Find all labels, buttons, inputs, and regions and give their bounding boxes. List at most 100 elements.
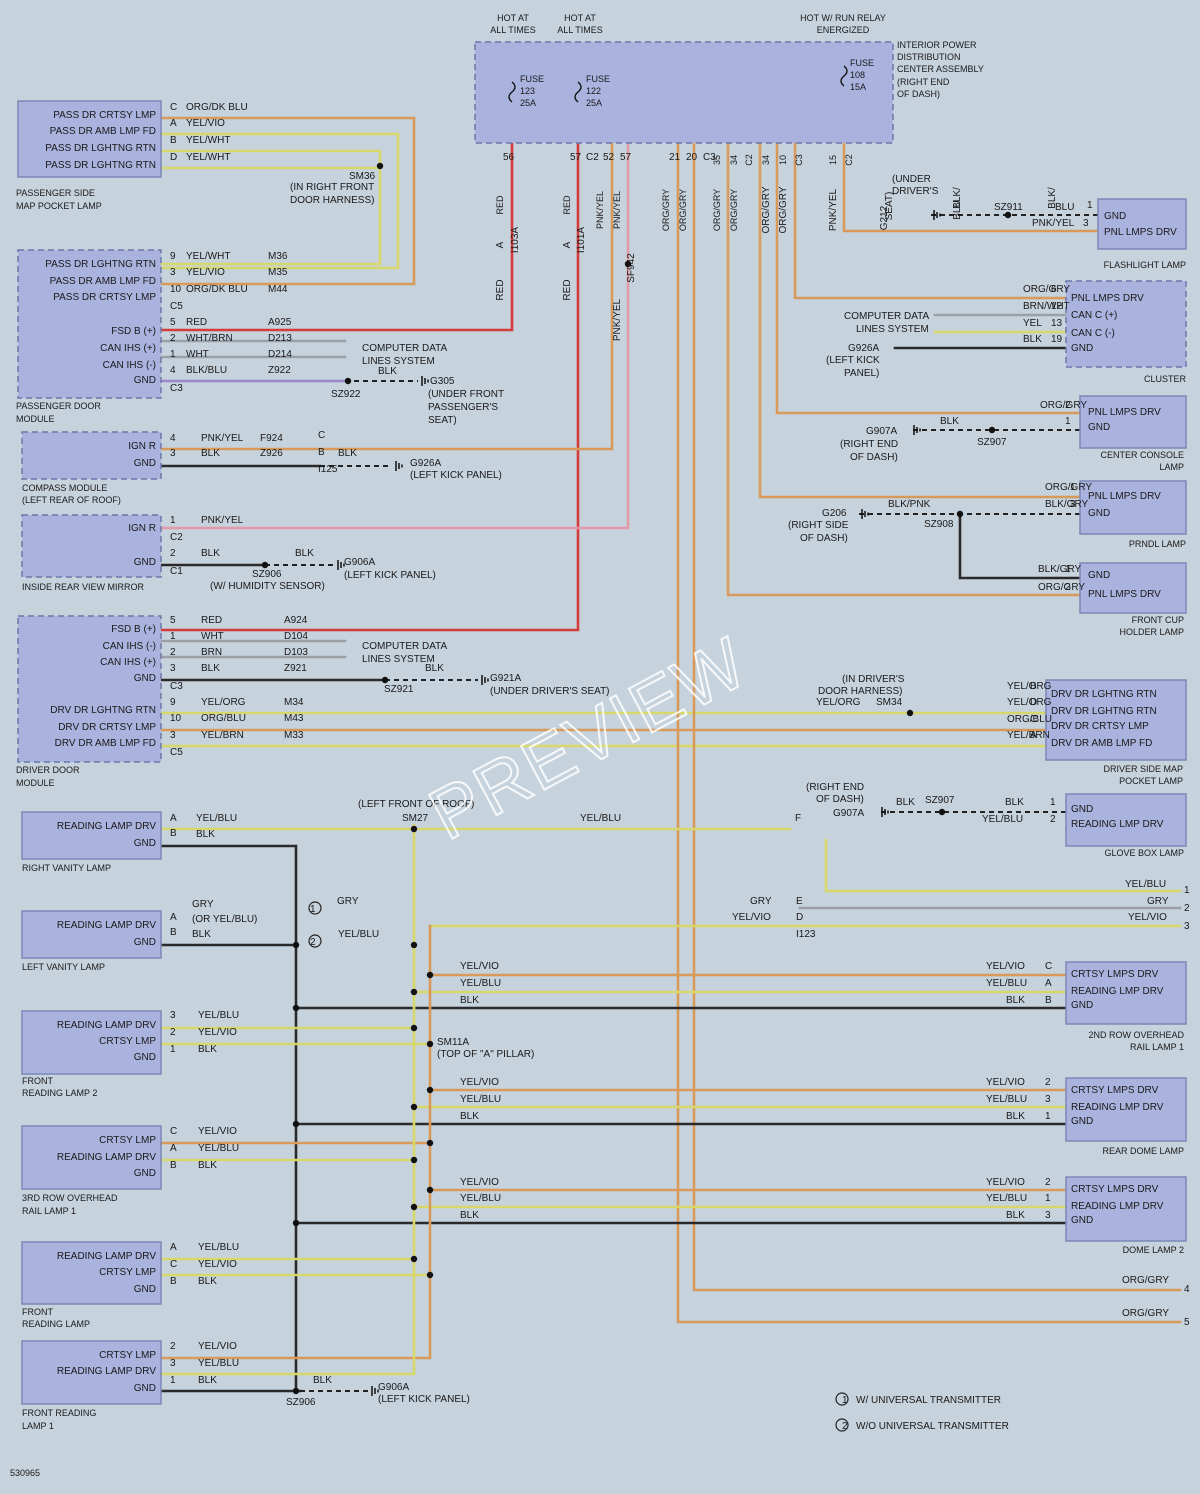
diagram-label: YEL/BLU (198, 1143, 239, 1154)
diagram-label: B (170, 927, 177, 938)
diagram-label: (LEFT KICK (826, 355, 880, 366)
wire-pnk-yel-f924 (159, 141, 614, 451)
diagram-label: 15 (828, 155, 838, 165)
rear-dome-lamp-pin-label: CRTSY LMPS DRV (1071, 1085, 1159, 1096)
fuse-icon (508, 81, 516, 103)
front-reading-lamp-1-pin-label: READING LAMP DRV (57, 1366, 156, 1377)
diagram-label: BLK (1005, 797, 1024, 808)
front-reading-lamp-1-pin-label: CRTSY LMP (99, 1350, 156, 1361)
diagram-label: 12 (1051, 301, 1063, 312)
diagram-label: (RIGHT END (806, 782, 864, 793)
wire-yel-vio-bus (159, 924, 432, 1360)
splice-dot (410, 1203, 418, 1211)
diagram-label: 1 (310, 904, 316, 915)
front-reading-lamp-2-caption: READING LAMP 2 (22, 1088, 97, 1098)
diagram-label: 3 (1045, 1210, 1051, 1221)
diagram-label: 2 (1184, 903, 1190, 914)
diagram-label: 1 (170, 1375, 176, 1386)
diagram-label: I123 (796, 929, 816, 940)
flashlight-lamp-pin-label: GND (1104, 211, 1126, 222)
fuse-label: FUSE (850, 58, 874, 68)
diagram-label: GRY (750, 896, 772, 907)
right-vanity-lamp-pin-label: READING LAMP DRV (57, 821, 156, 832)
ground-symbol-icon (481, 675, 489, 685)
diagram-label: F (795, 813, 801, 824)
diagram-label: C (170, 1259, 177, 1270)
diagram-label: YEL/VIO (986, 1077, 1025, 1088)
diagram-label: BLK (198, 1276, 217, 1287)
wire-blk-gry-cup (958, 512, 1082, 580)
front-reading-lamp-1-pin-label: GND (134, 1383, 156, 1394)
diagram-label: (UNDER FRONT (428, 389, 504, 400)
diagram-label: SEAT) (428, 415, 457, 426)
diagram-label: A (495, 241, 506, 248)
diagram-label: I101A (576, 227, 587, 253)
diagram-label: BLK (201, 663, 220, 674)
driver-door-module-pin-label: CAN IHS (-) (103, 641, 156, 652)
cluster-caption: CLUSTER (1144, 374, 1187, 384)
diagram-label: YEL/WHT (186, 152, 230, 163)
passenger-door-module (17, 249, 162, 399)
diagram-label: A925 (268, 317, 292, 328)
diagram-label: GRY (192, 899, 214, 910)
diagram-label: BLU (952, 200, 963, 219)
passenger-side-map-pocket-lamp (17, 100, 162, 178)
diagram-label: COMPUTER DATA (362, 641, 448, 652)
compass-module-caption: (LEFT REAR OF ROOF) (22, 495, 121, 505)
third-row-overhead-rail-lamp-1-caption: 3RD ROW OVERHEAD (22, 1193, 118, 1203)
diagram-label: BLK (198, 1160, 217, 1171)
diagram-label: 3 (170, 1010, 176, 1021)
wire-yel-blu-bus (159, 823, 416, 1376)
interior-power-distribution-center-caption: INTERIOR POWER (897, 40, 977, 50)
third-row-overhead-rail-lamp-1-pin-label: READING LAMP DRV (57, 1152, 156, 1163)
diagram-label: 2 (1045, 1077, 1051, 1088)
passenger-side-map-pocket-lamp-pin-label: PASS DR LGHTNG RTN (45, 143, 156, 154)
diagram-label: 19 (1051, 334, 1063, 345)
splice-dot (410, 1024, 418, 1032)
diagram-label: (IN DRIVER'S (842, 674, 905, 685)
diagram-label: 2 (170, 333, 176, 344)
ground-symbol-icon (881, 807, 889, 817)
passenger-side-map-pocket-lamp-pin-label: PASS DR AMB LMP FD (50, 126, 156, 137)
diagram-label: G926A (848, 343, 879, 354)
wire-yel-wht (159, 149, 382, 266)
diagram-label: RED (562, 279, 573, 300)
diagram-label: YEL/VIO (198, 1126, 237, 1137)
diagram-label: BLK/GRY (1038, 564, 1081, 575)
diagram-label: BLK/ (952, 187, 963, 209)
diagram-label: C3 (703, 152, 716, 163)
diagram-label: BLK (425, 663, 444, 674)
fuse-label: 123 (520, 86, 535, 96)
diagram-label: YEL/BLU (986, 978, 1027, 989)
diagram-label: 1 (1065, 564, 1071, 575)
cluster-pin-label: CAN C (-) (1071, 328, 1115, 339)
diagram-label: 10 (170, 713, 182, 724)
driver-side-map-pocket-lamp-pin-label: DRV DR LGHTNG RTN (1051, 689, 1157, 700)
diagram-label: 1 (170, 1044, 176, 1055)
diagram-label: G305 (430, 376, 455, 387)
diagram-label: 3 (1070, 499, 1076, 510)
option-circle-icon (308, 934, 322, 948)
diagram-label: W/ UNIVERSAL TRANSMITTER (856, 1395, 1001, 1406)
diagram-label: M35 (268, 267, 288, 278)
diagram-label: BLK (460, 1111, 479, 1122)
diagram-label: 2 (170, 647, 176, 658)
diagram-label: 2 (170, 1341, 176, 1352)
diagram-label: 2 (1065, 400, 1071, 411)
diagram-label: 4 (170, 433, 176, 444)
prndl-lamp (1079, 480, 1187, 535)
option-circle-icon (835, 1418, 849, 1432)
second-row-overhead-rail-lamp-1-caption: RAIL LAMP 1 (1130, 1042, 1184, 1052)
right-vanity-lamp-pin-label: GND (134, 838, 156, 849)
diagram-label: C (170, 1126, 177, 1137)
diagram-label: A (170, 118, 177, 129)
driver-door-module-caption: MODULE (16, 778, 55, 788)
passenger-door-module-pin-label: FSD B (+) (111, 326, 156, 337)
diagram-label: 2 (842, 1421, 848, 1432)
diagram-label: B (170, 1276, 177, 1287)
diagram-label: 57 (620, 152, 632, 163)
diagram-label: PNK/YEL (612, 191, 622, 229)
diagram-label: A924 (284, 615, 308, 626)
diagram-label: COMPUTER DATA (362, 343, 448, 354)
center-console-lamp-pin-label: GND (1088, 422, 1110, 433)
